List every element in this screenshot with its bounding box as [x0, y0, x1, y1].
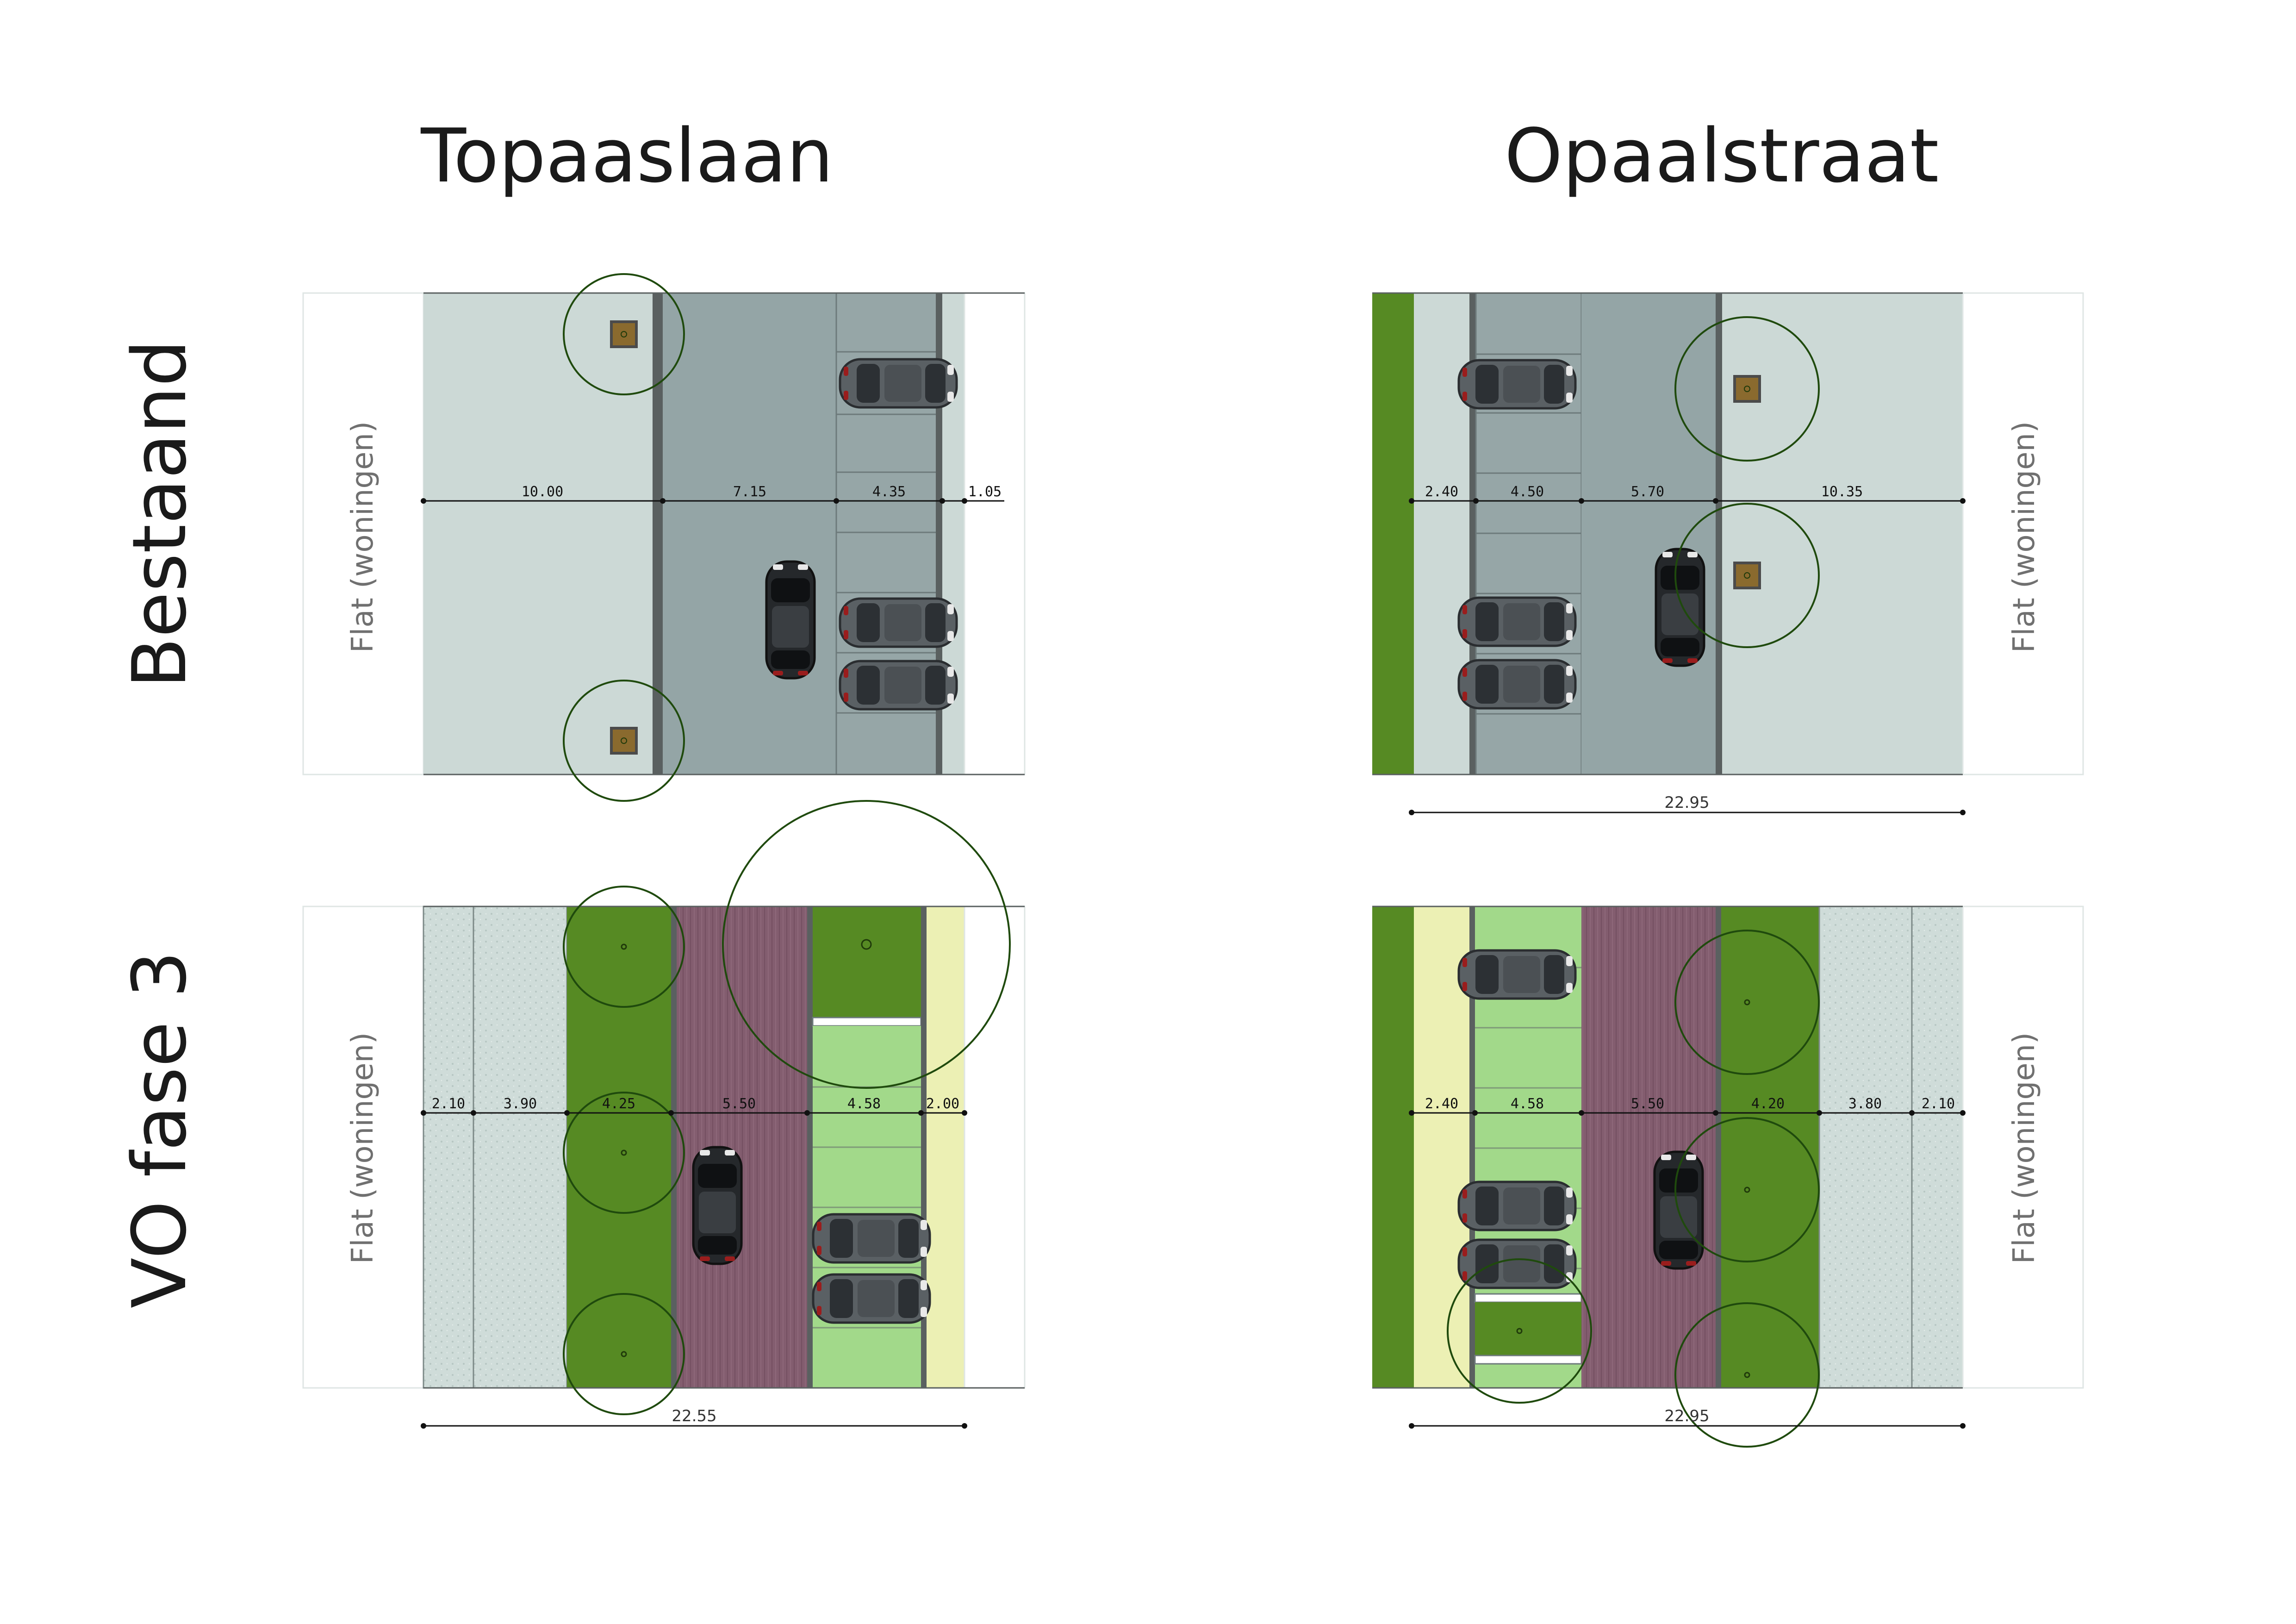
flat-label: Flat (woningen)	[2007, 421, 2041, 653]
tree-crown-icon	[563, 1092, 685, 1214]
dimension-label: 2.10	[432, 1096, 465, 1112]
dimension-label: 5.70	[1631, 484, 1664, 500]
dimension-label: 2.40	[1425, 1096, 1458, 1112]
dimension-label: 4.58	[1511, 1096, 1544, 1112]
total-width-label: 22.55	[672, 1407, 716, 1425]
tree-pit-icon	[610, 727, 638, 755]
parked-car-icon	[840, 359, 957, 407]
tree-crown-icon	[1674, 1117, 1820, 1262]
dimension-label: 4.50	[1511, 484, 1544, 500]
total-width-label: 22.95	[1664, 1407, 1709, 1425]
dimension-label: 2.10	[1922, 1096, 1955, 1112]
driving-car-icon	[1656, 549, 1704, 666]
dimension-label: 3.80	[1848, 1096, 1882, 1112]
tree-crown-icon	[563, 273, 685, 395]
parked-car-icon	[1459, 598, 1575, 646]
parked-car-icon	[840, 661, 957, 709]
tree-pit-icon	[1733, 562, 1761, 589]
driving-car-icon	[693, 1147, 741, 1264]
dimension-label: 7.15	[733, 484, 766, 500]
dimension-label: 4.35	[872, 484, 906, 500]
column-title-opaalstraat: Opaalstraat	[1505, 112, 1939, 199]
flat-label: Flat (woningen)	[346, 1032, 380, 1264]
section-topaaslaan-bestaand: Flat (woningen) 10.00 7.15 4.35	[302, 273, 1026, 802]
dimension-label: 2.40	[1425, 484, 1458, 500]
tree-crown-icon	[1674, 503, 1820, 648]
row-label-bestaand: Bestaand	[116, 339, 203, 688]
flat-label: Flat (woningen)	[2007, 1032, 2041, 1264]
dimension-label: 5.50	[722, 1096, 756, 1112]
driving-car-icon	[766, 562, 815, 678]
tree-crown-icon	[563, 1293, 685, 1415]
dimension-label: 4.25	[602, 1096, 635, 1112]
dimension-label: 3.90	[504, 1096, 537, 1112]
column-title-topaaslaan: Topaaslaan	[420, 112, 833, 199]
dimension-label: 10.35	[1821, 484, 1863, 500]
dimension-label: 4.58	[847, 1096, 881, 1112]
parked-car-icon	[1459, 1182, 1575, 1230]
parked-car-icon	[1459, 950, 1575, 999]
parked-car-icon	[1459, 660, 1575, 708]
tree-crown-icon	[1674, 1302, 1820, 1448]
dimension-label: 4.20	[1751, 1096, 1785, 1112]
tree-crown-icon	[1674, 316, 1820, 462]
tree-crown-icon	[1674, 930, 1820, 1075]
section-opaalstraat-vo-fase-3: Flat (woningen) 2.40 4.58 5.50 4.20 3.80…	[1372, 906, 2084, 1448]
parked-car-icon	[840, 599, 957, 647]
dimension-label: 1.05	[968, 484, 1002, 500]
tree-crown-icon	[563, 886, 685, 1008]
total-width-label: 22.95	[1664, 793, 1709, 812]
parked-car-icon	[1459, 1240, 1575, 1288]
dimension-label: 2.00	[926, 1096, 959, 1112]
dimension-label: 5.50	[1631, 1096, 1664, 1112]
parked-car-icon	[813, 1214, 930, 1262]
tree-crown-icon	[722, 800, 1011, 1089]
section-topaaslaan-vo-fase-3: Flat (woningen) 2.10	[302, 800, 1026, 1429]
tree-crown-icon	[1447, 1258, 1592, 1404]
tree-pit-icon	[1733, 375, 1761, 403]
flat-label: Flat (woningen)	[346, 421, 380, 653]
row-label-vo-fase-3: VO fase 3	[116, 951, 203, 1308]
section-opaalstraat-bestaand: Flat (woningen) 2.40 4.50 5.70 10.35 22.…	[1372, 292, 2084, 815]
parked-car-icon	[813, 1274, 930, 1323]
parked-car-icon	[1459, 360, 1575, 408]
tree-crown-icon	[563, 680, 685, 802]
tree-pit-icon	[610, 320, 638, 348]
dimension-label: 10.00	[522, 484, 563, 500]
